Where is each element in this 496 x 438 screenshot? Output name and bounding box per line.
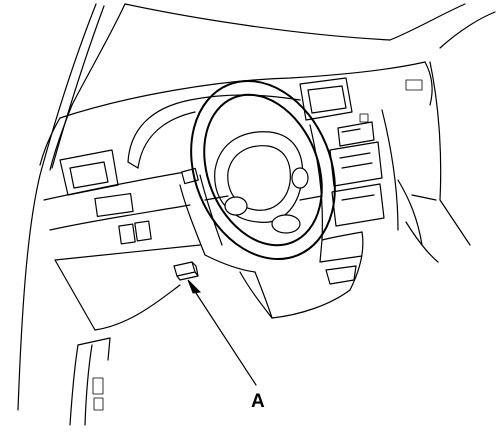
instrument-cluster (127, 94, 301, 169)
center-console (239, 231, 364, 319)
callout-leader-line (187, 279, 257, 386)
connector-a (173, 261, 199, 281)
left-lower-switches (43, 171, 201, 331)
windshield-edge (124, 3, 496, 49)
left-pillar (17, 3, 126, 426)
arrowhead-icon (187, 279, 202, 294)
dashboard-top (39, 61, 433, 166)
center-stack (299, 77, 399, 241)
callout-label-a: A (251, 391, 265, 412)
steering-wheel (190, 79, 336, 261)
left-air-vent (59, 149, 119, 196)
right-door-panel (397, 61, 471, 263)
